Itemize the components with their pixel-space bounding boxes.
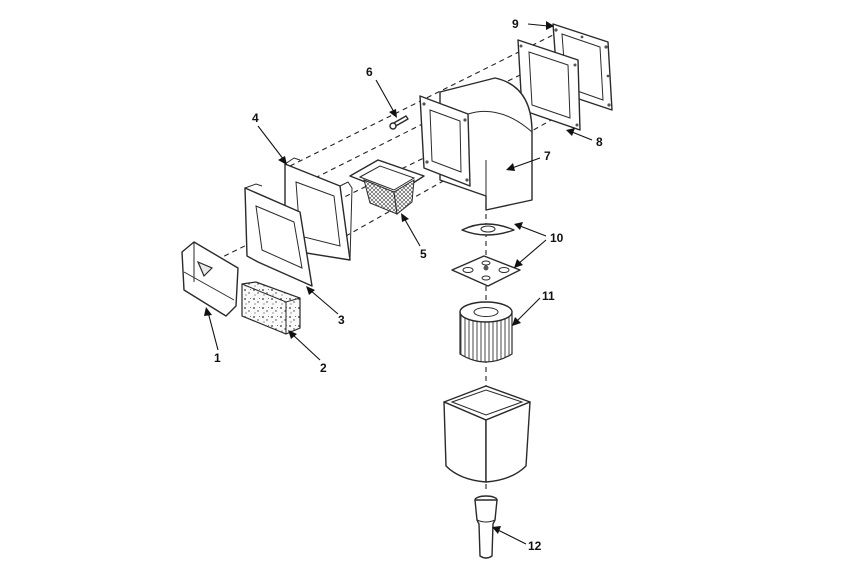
callout-3: 3 xyxy=(338,313,345,327)
part-6-screw xyxy=(389,115,409,130)
callout-1: 1 xyxy=(214,351,221,365)
part-11-cartridge xyxy=(459,301,513,363)
callout-labels: 1 2 3 4 5 6 7 8 9 10 11 12 xyxy=(214,17,603,553)
callout-leaders xyxy=(204,21,593,545)
callout-2: 2 xyxy=(320,361,327,375)
canister xyxy=(443,385,531,483)
part-3-frame xyxy=(244,183,313,287)
part-2-foam xyxy=(241,281,301,335)
callout-12: 12 xyxy=(528,539,542,553)
part-5-basket xyxy=(349,159,425,215)
callout-10: 10 xyxy=(550,231,564,245)
callout-5: 5 xyxy=(420,247,427,261)
part-7-housing xyxy=(419,77,533,211)
callout-6: 6 xyxy=(366,65,373,79)
part-12-fitting xyxy=(474,495,498,559)
callout-8: 8 xyxy=(596,135,603,149)
part-10-seal-ring xyxy=(461,223,515,236)
part-10-plate xyxy=(451,255,521,287)
part-8-gasket xyxy=(517,39,581,131)
callout-4: 4 xyxy=(252,111,259,125)
callout-7: 7 xyxy=(544,149,551,163)
callout-11: 11 xyxy=(542,289,555,303)
callout-9: 9 xyxy=(512,17,519,31)
part-1-weir xyxy=(181,241,239,317)
